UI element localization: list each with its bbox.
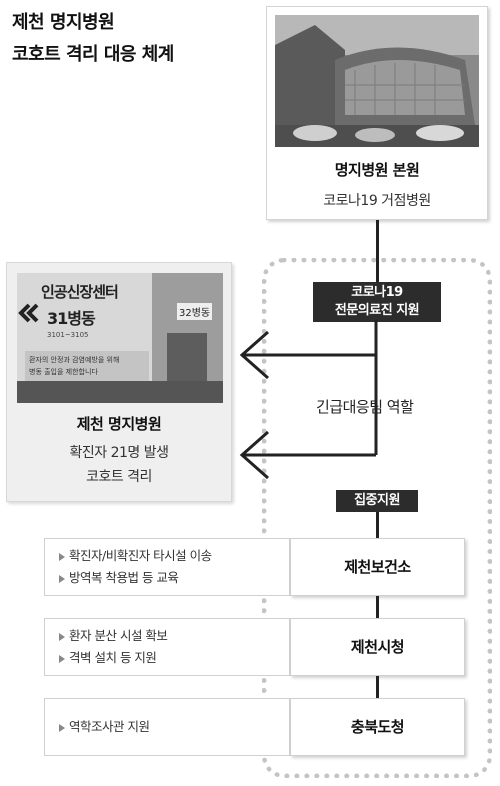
org-provincial-office: 충북도청 <box>290 698 465 756</box>
connector-line-orgs-2 <box>376 676 379 698</box>
jecheon-hospital-detail2: 코호트 격리 <box>86 469 152 485</box>
task-item: 확진자/비확진자 타시설 이송 <box>59 545 279 567</box>
bullet-triangle-icon <box>59 632 65 641</box>
org-tasks-provincial-office: 역학조사관 지원 <box>44 698 290 756</box>
support-label-line1: 코로나19 <box>351 285 403 300</box>
emergency-team-label: 긴급대응팀 역할 <box>316 398 414 416</box>
arrowhead-1 <box>239 330 269 380</box>
support-label-line2: 전문의료진 지원 <box>334 303 420 318</box>
photo-notice-line1: 환자의 안정과 감염예방을 위해 <box>29 356 120 364</box>
jecheon-hospital-name: 제천 명지병원 <box>76 415 162 433</box>
photo-sign-rooms: 3101~3105 <box>47 331 89 339</box>
focused-support-label: 집중지원 <box>336 490 418 512</box>
support-label: 코로나19 전문의료진 지원 <box>313 282 441 322</box>
jecheon-hospital-detail1: 확진자 21명 발생 <box>69 445 170 461</box>
bullet-triangle-icon <box>59 552 65 561</box>
task-item: 방역복 착용법 등 교육 <box>59 567 279 589</box>
bullet-triangle-icon <box>59 574 65 583</box>
org-tasks-city-hall: 환자 분산 시설 확보 격벽 설치 등 지원 <box>44 618 290 676</box>
main-hospital-role: 코로나19 거점병원 <box>323 193 431 209</box>
photo-sign-ward-small: 32병동 <box>177 303 213 320</box>
photo-sign-center: 인공신장센터 <box>41 283 119 301</box>
main-hospital-photo <box>275 15 479 147</box>
main-hospital-card: 명지병원 본원 코로나19 거점병원 <box>266 6 488 220</box>
jecheon-hospital-photo: 인공신장센터 31병동 32병동 3101~3105 환자의 안정과 감염예방을… <box>17 273 223 403</box>
arrowhead-2 <box>239 430 269 480</box>
org-tasks-health-center: 확진자/비확진자 타시설 이송 방역복 착용법 등 교육 <box>44 538 290 596</box>
task-item: 격벽 설치 등 지원 <box>59 647 279 669</box>
task-item: 환자 분산 시설 확보 <box>59 625 279 647</box>
bullet-triangle-icon <box>59 654 65 663</box>
support-arrows <box>239 320 378 480</box>
org-city-hall: 제천시청 <box>290 618 465 676</box>
connector-line-orgs-top <box>376 512 379 538</box>
task-item: 역학조사관 지원 <box>59 716 279 738</box>
jecheon-hospital-card: 인공신장센터 31병동 32병동 3101~3105 환자의 안정과 감염예방을… <box>6 262 232 502</box>
photo-notice-line2: 병동 출입을 제한합니다 <box>29 368 98 376</box>
page-title: 제천 명지병원 <box>12 12 115 33</box>
org-health-center: 제천보건소 <box>290 538 465 596</box>
page-subtitle: 코호트 격리 대응 체계 <box>12 44 174 65</box>
connector-line-orgs-1 <box>376 596 379 618</box>
photo-sign-ward: 31병동 <box>47 309 96 328</box>
main-hospital-name: 명지병원 본원 <box>334 161 420 179</box>
bullet-triangle-icon <box>59 723 65 732</box>
connector-line-top <box>376 220 379 282</box>
